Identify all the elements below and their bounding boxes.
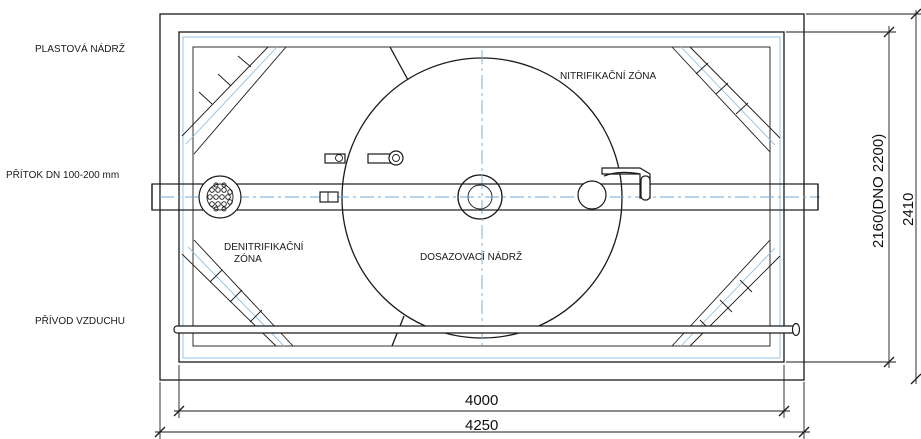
label-plastova-nadrz: PLASTOVÁ NÁDRŽ xyxy=(35,42,125,55)
sludge-return-fittings xyxy=(319,150,404,203)
dim-inner-length: 4000 xyxy=(465,392,498,409)
vertical-dimensions: 2160(DNO 2200) 2410 xyxy=(786,8,921,385)
airlift-fittings xyxy=(577,167,651,210)
label-denitrifikacni-zona-1: DENITRIFIKAČNÍ xyxy=(224,240,304,253)
dim-outer-length: 4250 xyxy=(465,417,498,434)
dim-outer-width: 2410 xyxy=(900,193,917,226)
tank-hidden-outline xyxy=(182,36,781,359)
horizontal-dimensions: 4000 4250 xyxy=(154,365,810,439)
label-dosazovaci-nadrz: DOSAZOVACÍ NÁDRŽ xyxy=(420,250,522,263)
label-denitrifikacni-zona-2: ZÓNA xyxy=(234,252,262,265)
center-axes xyxy=(160,50,820,345)
labels: PLASTOVÁ NÁDRŽ PŘÍTOK DN 100-200 mm PŘÍV… xyxy=(6,42,656,327)
label-pritok: PŘÍTOK DN 100-200 mm xyxy=(6,168,119,181)
inflow-basket xyxy=(198,175,242,219)
tank-bottom-outline xyxy=(192,46,771,347)
label-privod-vzduchu: PŘÍVOD VZDUCHU xyxy=(35,314,125,327)
air-supply-pipe xyxy=(173,322,801,337)
label-nitrifikacni-zona: NITRIFIKAČNÍ ZÓNA xyxy=(560,69,656,82)
dim-inner-width: 2160(DNO 2200) xyxy=(870,134,887,248)
main-pipe xyxy=(151,183,819,211)
center-pipe-outer xyxy=(457,174,503,220)
